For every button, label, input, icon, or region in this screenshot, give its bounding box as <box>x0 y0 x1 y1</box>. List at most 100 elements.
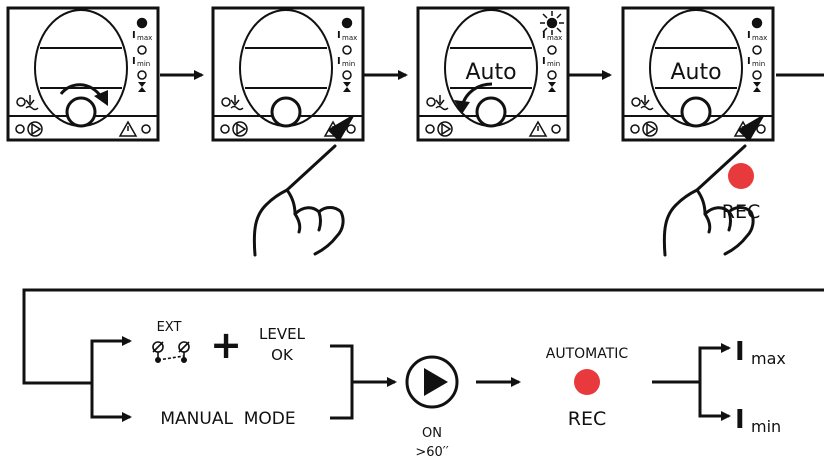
merge-bracket <box>330 344 397 420</box>
blink-ray <box>556 13 562 19</box>
pump-led <box>220 124 230 134</box>
drain-led <box>426 97 436 107</box>
imin-sub-label: min <box>752 60 765 68</box>
drain-icon <box>25 95 39 111</box>
timer-led <box>547 70 557 80</box>
drain-icon <box>230 95 244 111</box>
imax-sub-label: max <box>752 34 767 42</box>
timer-led <box>752 70 762 80</box>
play-triangle-icon <box>441 122 452 136</box>
pump-small-icon <box>27 121 43 137</box>
imin-led <box>752 45 762 55</box>
ext-contact: EXT <box>152 320 190 363</box>
imax-label: I <box>337 30 341 41</box>
play-triangle-icon <box>31 122 42 136</box>
alarm-led <box>551 124 561 134</box>
imin-label: I <box>337 56 341 67</box>
warning-icon <box>118 120 138 137</box>
pump-led <box>15 124 25 134</box>
imax-letter: I <box>735 337 745 367</box>
hand-knuckles <box>695 188 755 256</box>
plus-sign: + <box>210 323 242 367</box>
display-text: Auto <box>670 60 721 85</box>
pump-small-icon <box>232 121 248 137</box>
imax-label: I <box>747 30 751 41</box>
drain-icon <box>435 95 449 111</box>
ext-label: EXT <box>157 320 182 335</box>
imin-sub-label: min <box>547 60 560 68</box>
knob-button <box>680 96 712 128</box>
imax-label: I <box>132 30 136 41</box>
play-triangle-icon <box>646 122 657 136</box>
imax-label: I <box>542 30 546 41</box>
imin-led <box>547 45 557 55</box>
rec-label: REC <box>722 201 760 223</box>
output-imin: I min <box>735 405 781 436</box>
pump-time-label: >60′′ <box>415 445 448 460</box>
hand-knuckles <box>285 188 345 256</box>
drain-icon <box>640 95 654 111</box>
level-ok-label: OK <box>271 346 294 364</box>
imin-label: I <box>542 56 546 67</box>
imax-led <box>341 17 353 29</box>
play-triangle-icon <box>236 122 247 136</box>
rotate-arrowhead <box>94 90 108 106</box>
imax-led <box>751 17 763 29</box>
hand-finger <box>662 144 747 257</box>
imin-sub-label: min <box>342 60 355 68</box>
pump-led <box>425 124 435 134</box>
press-arrow-icon <box>738 115 764 141</box>
timer-led <box>342 70 352 80</box>
alarm-led <box>346 124 356 134</box>
imax-sub: max <box>751 349 786 368</box>
imax-led <box>546 17 558 29</box>
alarm-led <box>141 124 151 134</box>
manual-mode-label: MANUAL MODE <box>160 409 295 429</box>
imax-sub-label: max <box>137 34 152 42</box>
hand-crease <box>317 210 322 232</box>
pump-small-icon <box>437 121 453 137</box>
display-text: Auto <box>465 60 516 85</box>
drain-led <box>16 97 26 107</box>
hourglass-icon <box>343 82 351 92</box>
automatic-rec-label: REC <box>568 408 606 430</box>
blink-rays-icon <box>540 11 564 35</box>
hand-finger <box>252 144 337 257</box>
imin-label: I <box>132 56 136 67</box>
pump-on-label: ON <box>422 426 442 441</box>
automatic-label: AUTOMATIC <box>546 346 629 362</box>
input-fork <box>62 336 132 422</box>
pump-icon <box>405 355 459 409</box>
imax-sub-label: max <box>342 34 357 42</box>
hourglass-icon <box>548 82 556 92</box>
rec-indicator-top: REC <box>722 163 760 223</box>
pump-led <box>630 124 640 134</box>
blink-ray <box>542 13 548 19</box>
imin-sub-label: min <box>137 60 150 68</box>
pointing-hand-icon <box>252 115 354 257</box>
imin-led <box>137 45 147 55</box>
pump-small-icon <box>642 121 658 137</box>
imin-label: I <box>747 56 751 67</box>
warning-icon <box>528 120 548 137</box>
alarm-led <box>756 124 766 134</box>
imin-sub: min <box>751 417 781 436</box>
rec-dot <box>728 163 754 189</box>
pointing-hand-icon <box>662 115 764 257</box>
press-arrow-icon <box>328 115 354 141</box>
rotate-arrowhead <box>454 100 470 114</box>
blink-ray <box>556 27 562 33</box>
automatic-rec-dot <box>574 369 600 395</box>
imin-letter: I <box>735 405 745 435</box>
hand-crease <box>703 212 712 234</box>
imax-led <box>136 17 148 29</box>
hand-crease <box>727 210 732 232</box>
timer-led <box>137 70 147 80</box>
output-imax: I max <box>735 337 786 368</box>
